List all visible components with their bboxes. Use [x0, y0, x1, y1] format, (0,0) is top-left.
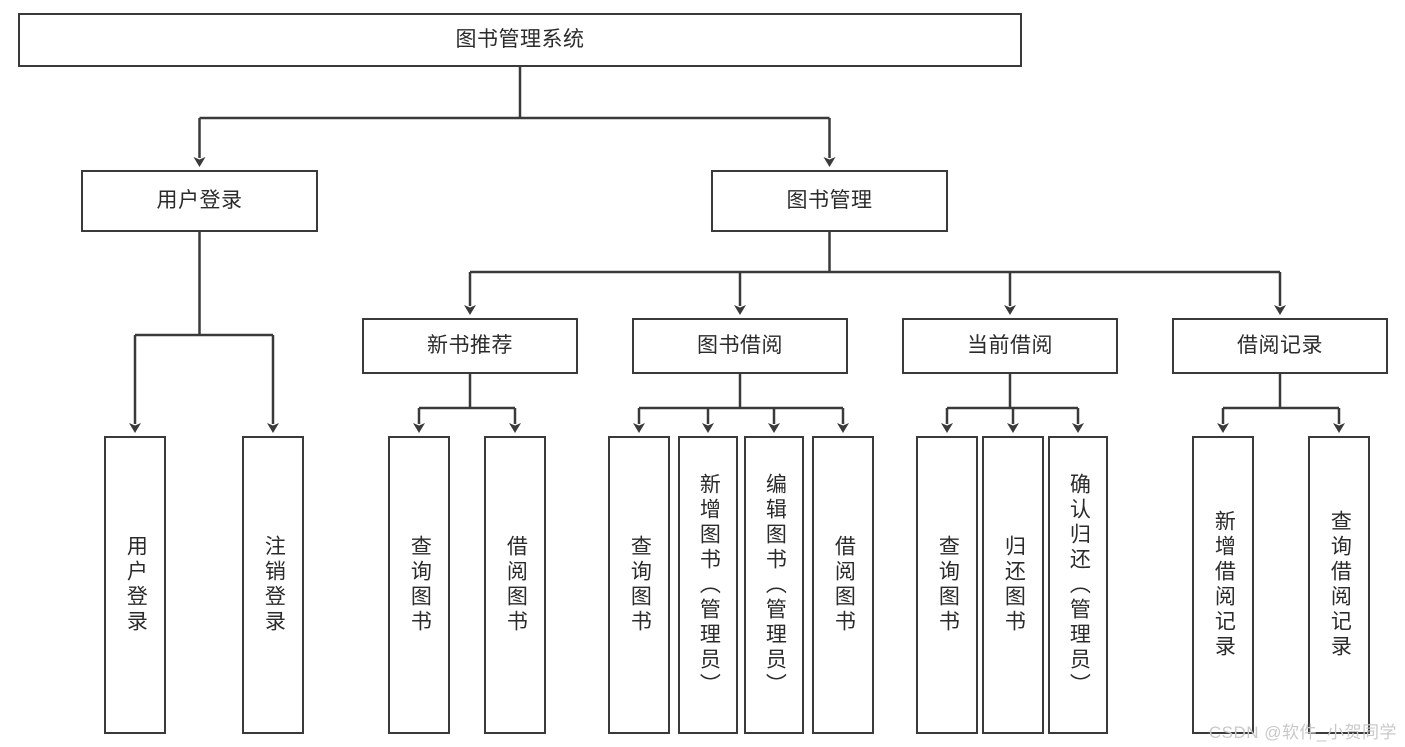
node-label: 用户登录 [156, 188, 243, 212]
node-leaf6[interactable]: 新增图书（管理员） [678, 436, 738, 734]
node-label: 查询图书 [408, 535, 432, 635]
node-l1b[interactable]: 图书管理 [711, 170, 948, 232]
node-leaf2[interactable]: 注销登录 [242, 436, 304, 734]
node-leaf8[interactable]: 借阅图书 [812, 436, 874, 734]
node-l2a[interactable]: 新书推荐 [362, 318, 578, 374]
node-label: 确认归还（管理员） [1067, 472, 1091, 698]
node-leaf4[interactable]: 借阅图书 [484, 436, 546, 734]
node-leaf12[interactable]: 新增借阅记录 [1192, 436, 1254, 734]
node-leaf13[interactable]: 查询借阅记录 [1308, 436, 1370, 734]
node-label: 编辑图书（管理员） [763, 472, 787, 698]
node-label: 用户登录 [124, 535, 148, 635]
node-label: 注销登录 [262, 535, 286, 635]
node-label: 查询图书 [936, 535, 960, 635]
node-label: 借阅记录 [1237, 333, 1323, 357]
node-label: 借阅图书 [504, 535, 528, 635]
node-label: 图书管理系统 [455, 27, 585, 51]
node-leaf11[interactable]: 确认归还（管理员） [1048, 436, 1108, 734]
node-label: 新增借阅记录 [1212, 510, 1236, 660]
node-label: 新书推荐 [427, 333, 513, 357]
node-leaf7[interactable]: 编辑图书（管理员） [744, 436, 804, 734]
node-label: 查询借阅记录 [1328, 510, 1352, 660]
node-leaf3[interactable]: 查询图书 [388, 436, 450, 734]
node-label: 图书借阅 [697, 333, 783, 357]
watermark: CSDN @软件_小贺同学 [1208, 723, 1397, 742]
node-label: 图书管理 [786, 188, 873, 212]
node-label: 归还图书 [1002, 535, 1026, 635]
node-l2d[interactable]: 借阅记录 [1172, 318, 1388, 374]
node-leaf5[interactable]: 查询图书 [608, 436, 670, 734]
node-label: 查询图书 [628, 535, 652, 635]
node-label: 借阅图书 [832, 535, 856, 635]
node-l2c[interactable]: 当前借阅 [902, 318, 1118, 374]
node-root[interactable]: 图书管理系统 [18, 13, 1022, 67]
node-label: 当前借阅 [967, 333, 1053, 357]
node-leaf10[interactable]: 归还图书 [982, 436, 1044, 734]
node-l2b[interactable]: 图书借阅 [632, 318, 848, 374]
node-leaf1[interactable]: 用户登录 [104, 436, 166, 734]
node-l1a[interactable]: 用户登录 [81, 170, 318, 232]
node-leaf9[interactable]: 查询图书 [916, 436, 978, 734]
node-label: 新增图书（管理员） [697, 472, 721, 698]
